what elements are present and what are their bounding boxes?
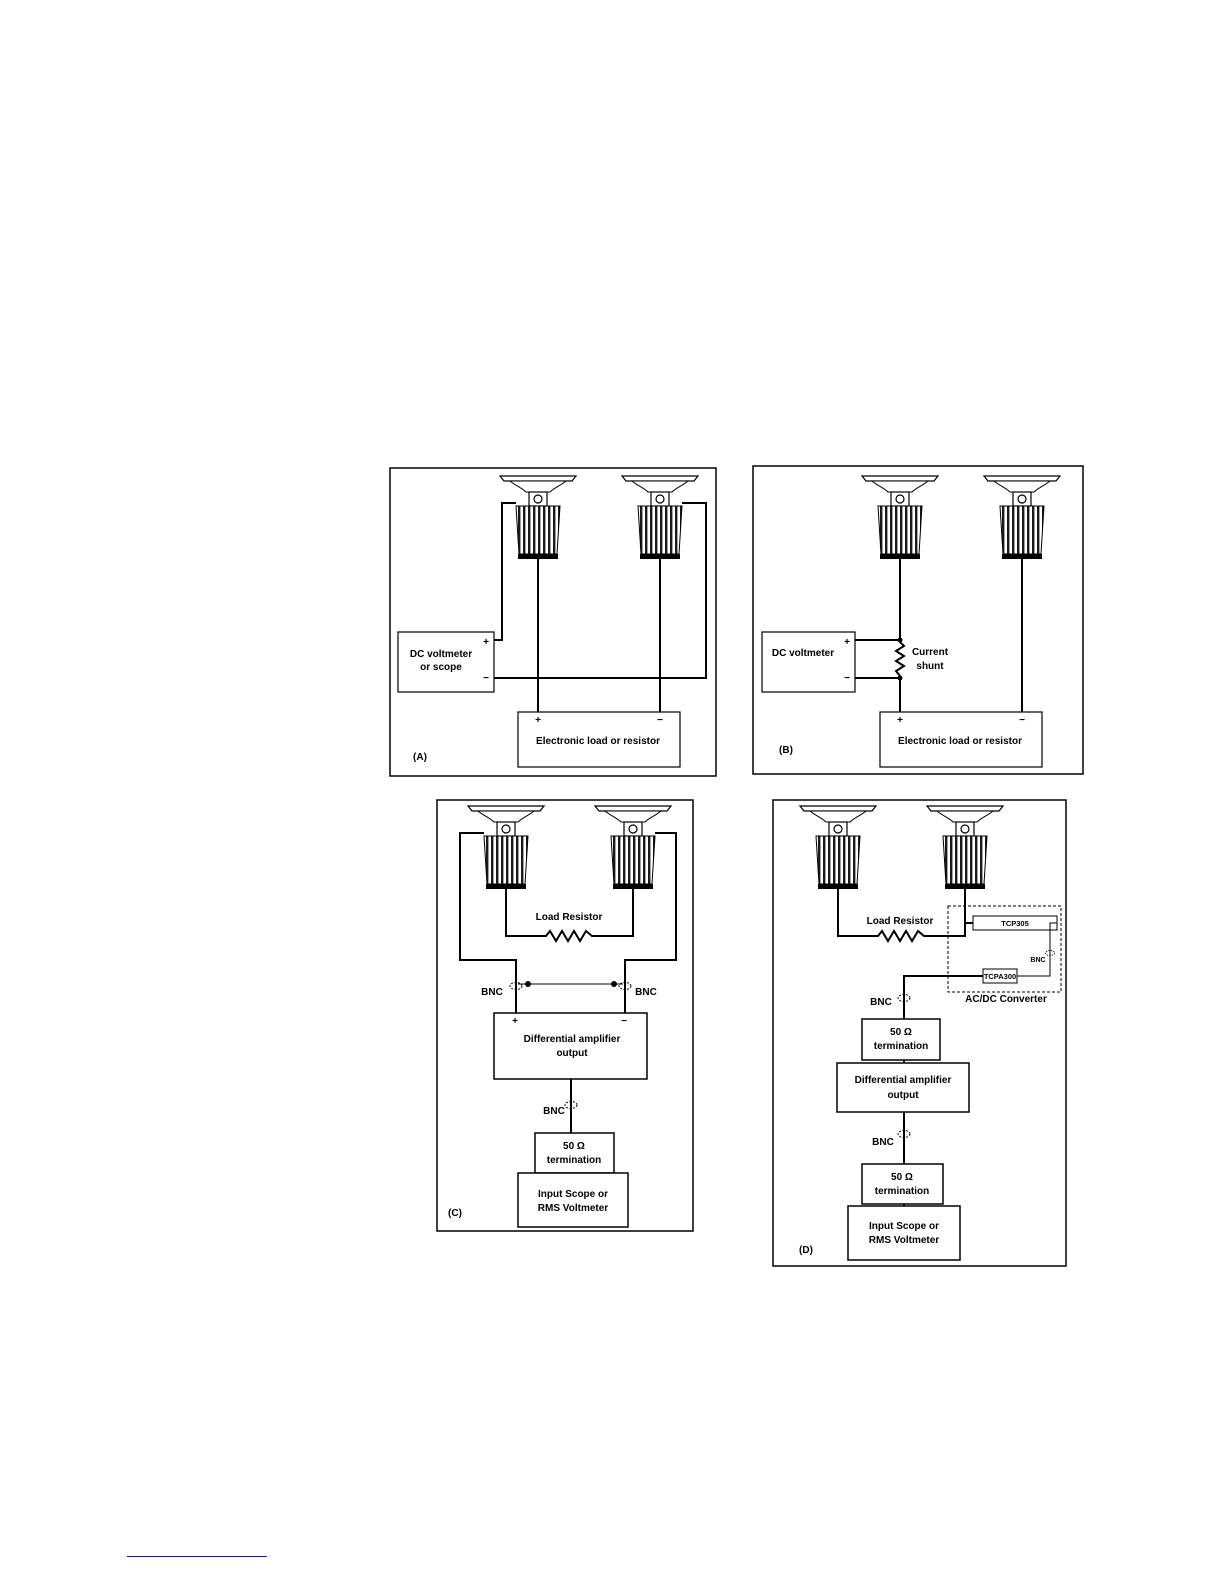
panel-a-meter-plus: + [483, 637, 489, 648]
panel-d-tag: (D) [799, 1245, 813, 1256]
panel-b-meter-minus: − [844, 673, 850, 684]
panel-d-scope-label-2: RMS Voltmeter [869, 1235, 939, 1246]
panel-a-load-label: Electronic load or resistor [536, 736, 660, 747]
panel-c-shield-node-left [525, 981, 531, 987]
panel-a-load-plus: + [535, 715, 541, 726]
panel-b-node-bottom [897, 675, 903, 681]
panel-c-term-box [534, 1132, 615, 1174]
panel-b-node-top [897, 637, 903, 643]
panel-c-frame [436, 799, 694, 1232]
panel-d-bnc-ring-converter [1045, 950, 1055, 956]
panel-c-amp-label-1: Differential amplifier [524, 1034, 621, 1045]
panel-d-probe-label: TCP305 [1001, 919, 1029, 928]
panel-d-term-top-label-2: termination [874, 1041, 928, 1052]
panel-c-tag: (C) [448, 1208, 462, 1219]
panel-b-shunt-label-2: shunt [916, 661, 944, 672]
panel-c-amp-box [493, 1012, 648, 1080]
footnote-rule [127, 1556, 267, 1557]
panel-d-term-box-top [861, 1018, 941, 1061]
panel-b-shunt-label-1: Current [912, 647, 949, 658]
panel-b-load-plus: + [897, 715, 903, 726]
panel-d-probe-amp-label: TCPA300 [984, 972, 1016, 981]
panel-b-terminal-left [861, 475, 939, 560]
panel-a-frame [389, 467, 717, 777]
panel-c-wires [459, 832, 677, 1133]
panel-c-scope-box [517, 1172, 629, 1228]
panel-c-bnc-bottom: BNC [543, 1106, 565, 1117]
panel-a-meter-minus: − [483, 673, 489, 684]
panel-d-term-bottom-label-1: 50 Ω [891, 1172, 913, 1183]
panel-d-resistor-label: Load Resistor [867, 916, 934, 927]
panel-c: Load Resistor BNC BNC BNC + − Differenti… [436, 799, 694, 1232]
panel-c-bnc-left: BNC [481, 987, 503, 998]
panel-b-frame [752, 465, 1084, 775]
panel-d-terminal-left [799, 805, 877, 890]
panel-d-bnc-ring-bottom [897, 1130, 911, 1138]
panel-c-term-label-2: termination [547, 1155, 601, 1166]
panel-c-scope-label-2: RMS Voltmeter [538, 1203, 608, 1214]
panel-b: DC voltmeter + − Electronic load or resi… [752, 465, 1084, 775]
panel-c-resistor-label: Load Resistor [536, 912, 603, 923]
panel-c-bnc-ring-right [618, 982, 632, 990]
panel-a: DC voltmeter or scope + − Electronic loa… [389, 467, 717, 777]
panel-d-term-bottom-label-2: termination [875, 1186, 929, 1197]
panel-b-load-label: Electronic load or resistor [898, 736, 1022, 747]
panel-b-terminal-right [983, 475, 1061, 560]
panel-a-meter-box [397, 631, 495, 693]
panel-c-bnc-ring-bottom [564, 1101, 578, 1109]
panel-a-terminal-left [499, 475, 577, 560]
panel-d-converter-outline [947, 905, 1062, 993]
panel-d: Load Resistor TCP305 TCPA300 BNC AC/DC C… [772, 799, 1067, 1267]
panel-b-meter-plus: + [844, 637, 850, 648]
panel-d-term-top-label-1: 50 Ω [890, 1027, 912, 1038]
panel-d-bnc-converter: BNC [1030, 957, 1045, 964]
panel-a-load-minus: − [657, 715, 663, 726]
panel-d-scope-box [847, 1205, 961, 1261]
panel-d-scope-label-1: Input Scope or [869, 1221, 939, 1232]
panel-a-terminal-right [621, 475, 699, 560]
panel-d-converter-link [1017, 922, 1057, 977]
panel-c-shield-node-right [611, 981, 617, 987]
panel-c-bnc-ring-left [509, 982, 523, 990]
panel-d-amp-box [836, 1062, 970, 1113]
panel-d-amp-label-2: output [887, 1090, 919, 1101]
panel-c-bnc-right: BNC [635, 987, 657, 998]
panel-a-meter-label-2: or scope [420, 662, 462, 673]
panel-d-terminal-right [926, 805, 1004, 890]
panel-c-scope-label-1: Input Scope or [538, 1189, 608, 1200]
panel-c-term-label-1: 50 Ω [563, 1141, 585, 1152]
panel-d-bnc-ring-top [897, 994, 911, 1002]
panel-b-wires [855, 559, 1023, 712]
panel-b-load-minus: − [1019, 715, 1025, 726]
panel-d-bnc-top: BNC [870, 997, 892, 1008]
panel-a-meter-label-1: DC voltmeter [410, 649, 472, 660]
panel-d-converter-label: AC/DC Converter [965, 994, 1047, 1005]
panel-c-terminal-left [467, 805, 545, 890]
panel-d-frame [772, 799, 1067, 1267]
panel-a-tag: (A) [413, 752, 427, 763]
panel-c-amp-label-2: output [556, 1048, 588, 1059]
panel-b-meter-label: DC voltmeter [772, 648, 834, 659]
panel-b-tag: (B) [779, 745, 793, 756]
panel-d-term-box-bottom [861, 1163, 944, 1205]
panel-b-load-box [879, 711, 1043, 768]
panel-c-amp-minus: − [621, 1016, 627, 1027]
panel-b-meter-box [761, 631, 856, 693]
panel-d-amp-label-1: Differential amplifier [855, 1075, 952, 1086]
panel-c-amp-plus: + [512, 1016, 518, 1027]
panel-a-wires [494, 502, 707, 712]
panel-c-terminal-right [594, 805, 672, 890]
panel-d-bnc-bottom: BNC [872, 1137, 894, 1148]
panel-a-load-box [517, 711, 681, 768]
